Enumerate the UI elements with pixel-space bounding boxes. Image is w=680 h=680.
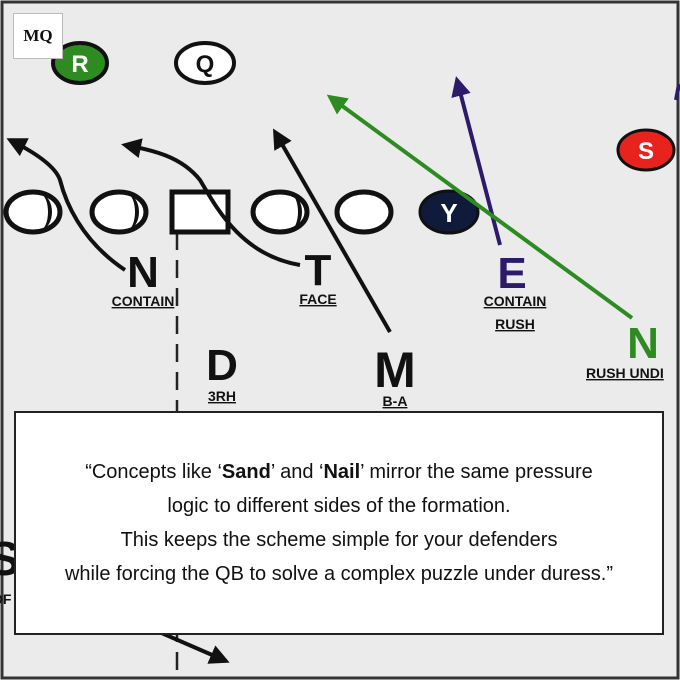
quote-line-3: This keeps the scheme simple for your de… xyxy=(120,529,558,551)
defender-d-letter: D xyxy=(206,341,238,390)
quote-line-4: while forcing the QB to solve a complex … xyxy=(64,563,614,585)
player-r-label: R xyxy=(71,51,88,78)
defender-t-letter: T xyxy=(305,246,332,295)
player-s-label: S xyxy=(638,138,654,165)
player-r-circle xyxy=(51,41,109,85)
player-s-circle xyxy=(616,128,676,172)
rush-path-n-left xyxy=(6,138,127,272)
mq-logo: MQ xyxy=(13,13,63,59)
player-y-label: Y xyxy=(440,198,457,228)
quote-rest: ’ mirror the same pressure xyxy=(360,461,593,483)
player-y-circle xyxy=(418,189,480,235)
quote-term-nail: Nail xyxy=(323,461,361,483)
quote-term-sand: Sand xyxy=(221,461,271,483)
lineman-right-guard-shade xyxy=(290,194,302,230)
quote-box: “Concepts like ‘Sand’ and ‘Nail’ mirror … xyxy=(14,411,664,635)
defender-e-tag-contain: CONTAIN xyxy=(484,293,547,309)
mq-logo-text: MQ xyxy=(23,26,53,45)
lineman-left-tackle xyxy=(3,189,63,235)
lineman-right-guard xyxy=(250,189,310,235)
rush-path-m xyxy=(273,128,392,333)
rush-path-n-right xyxy=(326,94,634,320)
defender-m-tag: B-A xyxy=(383,393,408,409)
quote-open: “Concepts like ‘ xyxy=(85,461,222,483)
defender-e-letter: E xyxy=(497,249,526,298)
edge-s-tag: OF xyxy=(0,591,12,607)
lineman-left-guard-shade xyxy=(127,194,139,230)
defender-d-tag: 3RH xyxy=(208,388,236,404)
edge-purple-arrow xyxy=(674,83,680,101)
quote-line-2: logic to different sides of the formatio… xyxy=(167,495,511,517)
quote-mid: ’ and ‘ xyxy=(270,461,324,483)
offensive-line xyxy=(3,189,394,235)
rush-path-t xyxy=(121,138,301,267)
quote-line-1: “Concepts like ‘Sand’ and ‘Nail’ mirror … xyxy=(85,455,593,489)
defender-n-left-tag: CONTAIN xyxy=(112,293,175,309)
defender-t-tag: FACE xyxy=(299,291,336,307)
defender-n-left-letter: N xyxy=(127,248,159,297)
lineman-right-tackle xyxy=(334,189,394,235)
defender-m-letter: M xyxy=(374,342,416,398)
lineman-left-tackle-shade xyxy=(40,194,52,230)
lineman-left-guard xyxy=(89,189,149,235)
defender-n-right-letter: N xyxy=(627,319,659,368)
player-q-label: Q xyxy=(196,51,215,78)
player-q-circle xyxy=(174,41,236,85)
defender-e-tag-rush: RUSH xyxy=(495,316,535,332)
defender-n-right-tag: RUSH UNDI xyxy=(586,365,664,381)
